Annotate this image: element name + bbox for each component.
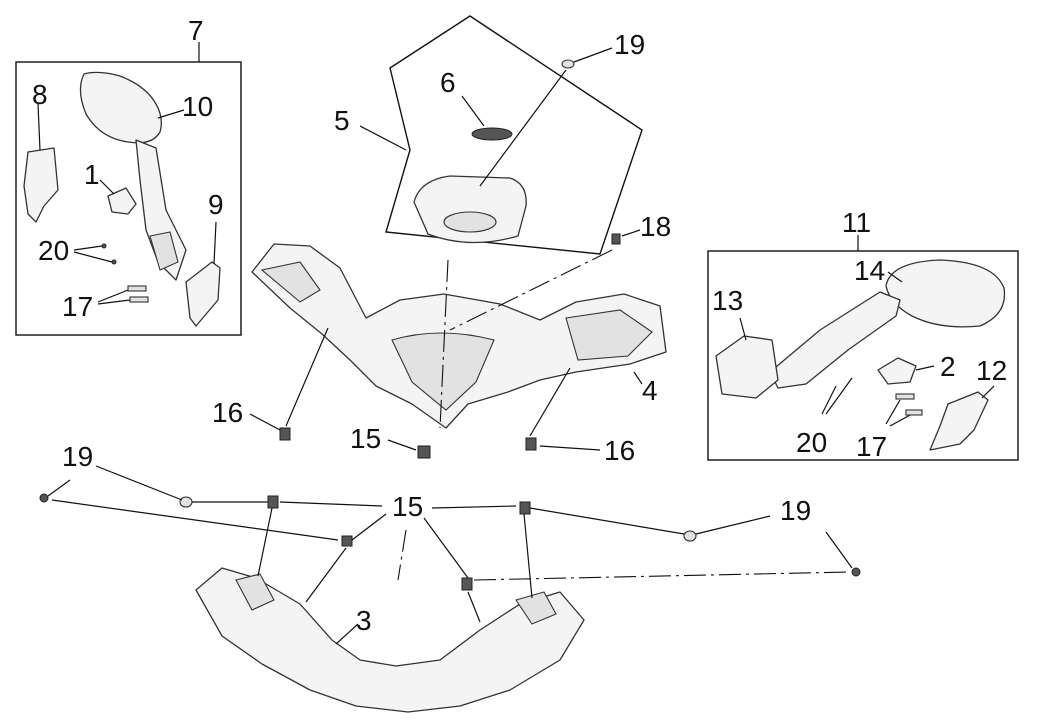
callout-12: 12 [976, 355, 1007, 386]
callout-2: 2 [940, 351, 956, 382]
callout-18: 18 [640, 211, 671, 242]
callout-16-left: 16 [212, 397, 243, 428]
top-cover-group [359, 15, 643, 255]
left-signal-lens-1 [107, 187, 137, 215]
nut-15-b [341, 535, 353, 547]
callout-6: 6 [440, 67, 456, 98]
clip-16-left [279, 427, 291, 441]
meter-opening [443, 211, 497, 233]
clip-16-right [525, 437, 537, 451]
grommet-19-left [179, 496, 193, 508]
callout-4: 4 [642, 375, 658, 406]
callout-14: 14 [854, 255, 885, 286]
callout-15-lower: 15 [392, 491, 423, 522]
callout-7: 7 [188, 15, 204, 46]
callout-16-right: 16 [604, 435, 635, 466]
right-bracket-12 [929, 391, 989, 451]
meter-cover [413, 175, 527, 244]
upper-cover-clips [249, 327, 601, 459]
nut-15-a [267, 495, 279, 509]
callout-17-left: 17 [62, 291, 93, 322]
callout-1: 1 [84, 159, 100, 190]
handlebar-front-cover [251, 229, 667, 429]
clip-18 [611, 233, 621, 245]
top-cover-outline [385, 15, 643, 255]
grommet-19-top [561, 59, 575, 69]
callout-20-right: 20 [796, 427, 827, 458]
right-mirror-stem [769, 291, 901, 389]
right-mirror-head [885, 259, 1006, 328]
callout-8: 8 [32, 79, 48, 110]
nut-15-c [519, 501, 531, 515]
lower-handlebar-cover [195, 567, 585, 713]
left-mirror-head [79, 71, 162, 144]
callout-17-right: 17 [856, 431, 887, 462]
right-mirror-assembly-group [707, 235, 1019, 461]
callout-19-top: 19 [614, 29, 645, 60]
callout-10: 10 [182, 91, 213, 122]
nut-15-d [461, 577, 473, 591]
callout-15-upper: 15 [350, 423, 381, 454]
left-mirror-group-frame [15, 61, 242, 336]
left-bracket-8 [23, 147, 59, 223]
nut-15-center [417, 445, 431, 459]
callout-20-left: 20 [38, 235, 69, 266]
left-mirror-assembly-group [15, 42, 242, 336]
key-cover-ring-6 [471, 127, 513, 141]
bolt-19-left [39, 493, 49, 503]
callout-11: 11 [842, 207, 871, 238]
right-bracket-13 [715, 335, 779, 399]
callout-19-left: 19 [62, 441, 93, 472]
callout-9: 9 [208, 189, 224, 220]
callout-19-right: 19 [780, 495, 811, 526]
lower-cover-group [39, 465, 861, 713]
callout-labels: 7 8 10 1 9 20 17 19 6 5 18 11 14 13 2 12… [32, 15, 1007, 636]
left-bracket-9 [185, 261, 221, 327]
callout-3: 3 [356, 605, 372, 636]
grommet-19-right [683, 530, 697, 542]
right-mirror-group-frame [707, 250, 1019, 461]
callout-5: 5 [334, 105, 350, 136]
callout-13: 13 [712, 285, 743, 316]
right-signal-lens-2 [877, 357, 917, 385]
bolt-19-right [851, 567, 861, 577]
